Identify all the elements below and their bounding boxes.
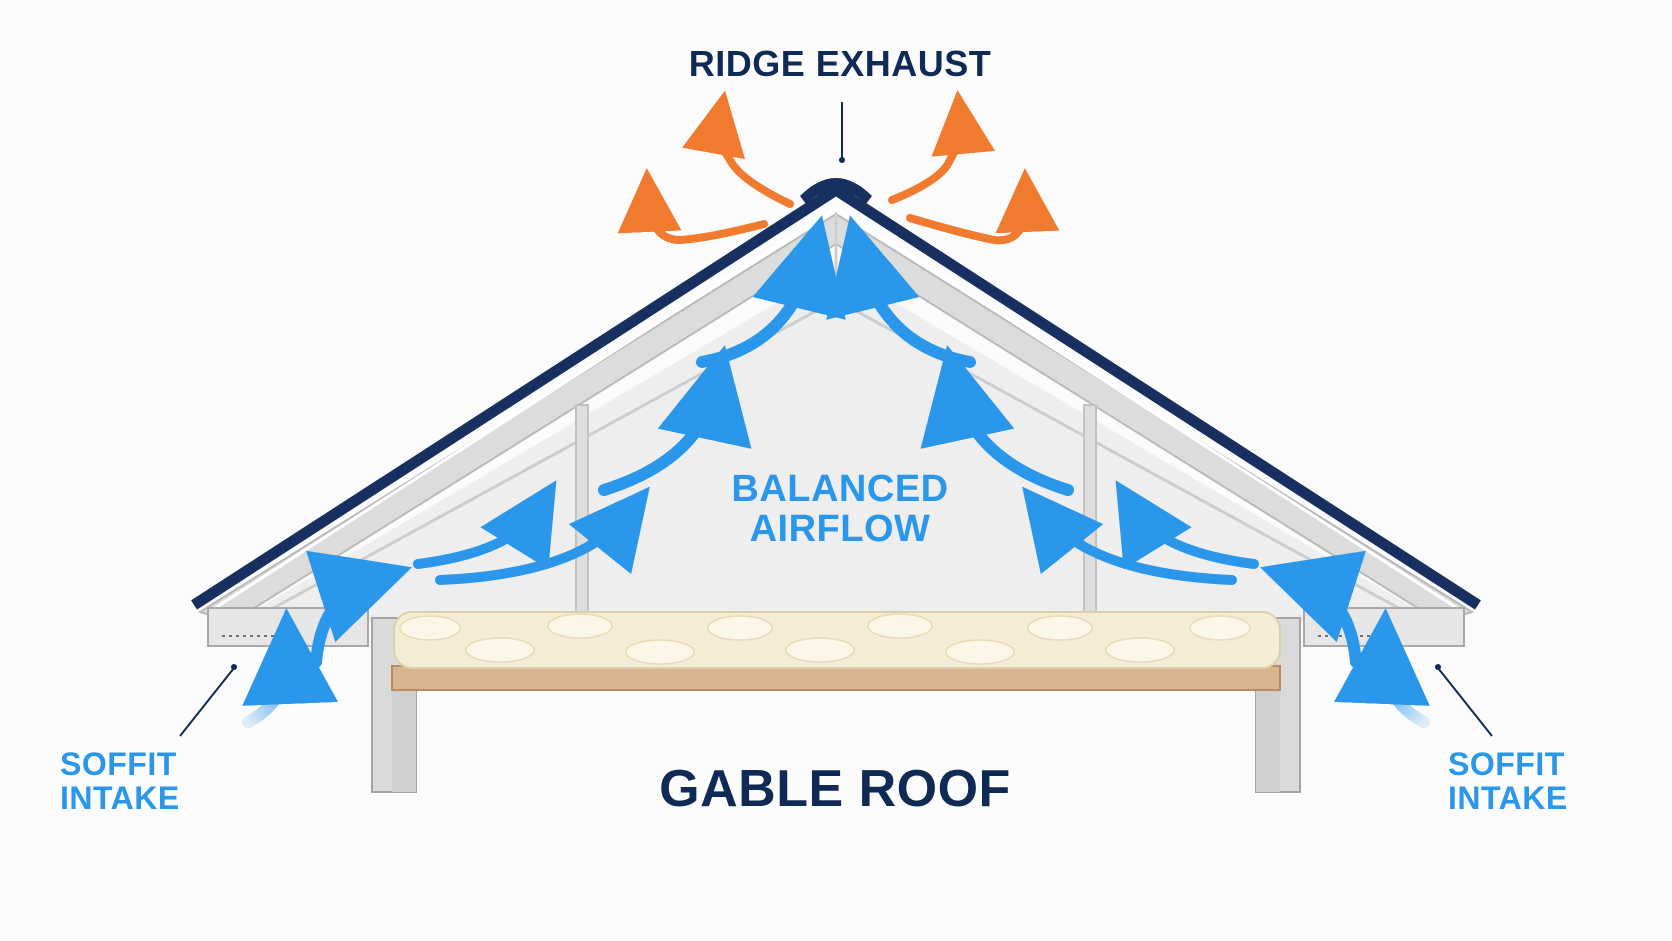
balanced-airflow-line2: AIRFLOW xyxy=(749,507,931,550)
soffit-box-left xyxy=(207,607,369,647)
intake-arrows-left xyxy=(242,215,846,728)
wall-left-inner xyxy=(392,690,416,792)
ceiling-joist xyxy=(391,665,1281,691)
gable-roof-title: GABLE ROOF xyxy=(659,760,1011,818)
soffit-right-line2: INTAKE xyxy=(1448,779,1568,816)
balanced-airflow-line1: BALANCED xyxy=(731,468,949,510)
soffit-box-right xyxy=(1303,607,1465,647)
insulation-texture xyxy=(399,613,1251,665)
intake-arrows-right xyxy=(826,215,1430,728)
soffit-left-line1: SOFFIT xyxy=(60,746,177,782)
roof-flashing xyxy=(211,206,1461,612)
soffit-right-line1: SOFFIT xyxy=(1448,746,1565,782)
soffit-intake-right-label: SOFFIT INTAKE xyxy=(1448,746,1618,816)
attic-space xyxy=(235,268,1438,622)
wall-right-inner xyxy=(1256,690,1280,792)
exhaust-arrows xyxy=(617,90,1060,245)
soffit-left-leader-line xyxy=(179,667,235,737)
web-stud-left xyxy=(575,404,589,618)
ridge-exhaust-label: RIDGE EXHAUST xyxy=(688,43,992,84)
soffit-right-leader-line xyxy=(1437,667,1493,737)
soffit-intake-left-label: SOFFIT INTAKE xyxy=(60,746,230,816)
ridge-vent-cap xyxy=(800,178,872,204)
balanced-airflow-label: BALANCED AIRFLOW xyxy=(690,468,990,550)
soffit-left-line2: INTAKE xyxy=(60,779,180,816)
web-stud-right xyxy=(1083,404,1097,618)
